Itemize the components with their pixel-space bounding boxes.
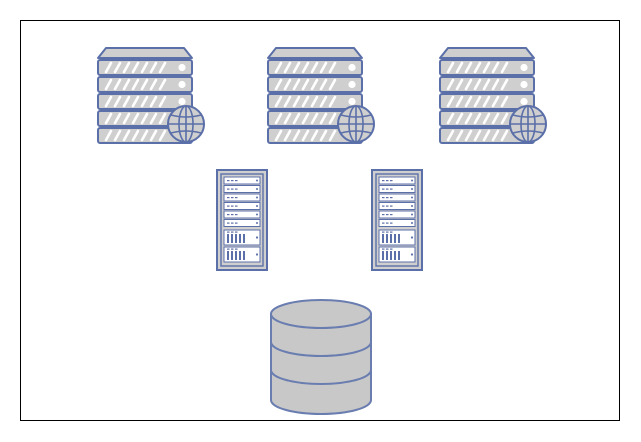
web-server-icon <box>439 47 547 144</box>
web-server-icon <box>97 47 205 144</box>
app-server-row <box>216 169 423 271</box>
globe-icon <box>337 105 375 143</box>
database-icon <box>270 299 372 415</box>
web-server-icon <box>267 47 375 144</box>
web-server-row <box>97 47 547 144</box>
server-rack-icon <box>216 169 268 271</box>
globe-icon <box>167 105 205 143</box>
server-rack-icon <box>371 169 423 271</box>
database-row <box>270 299 372 415</box>
globe-icon <box>509 105 547 143</box>
